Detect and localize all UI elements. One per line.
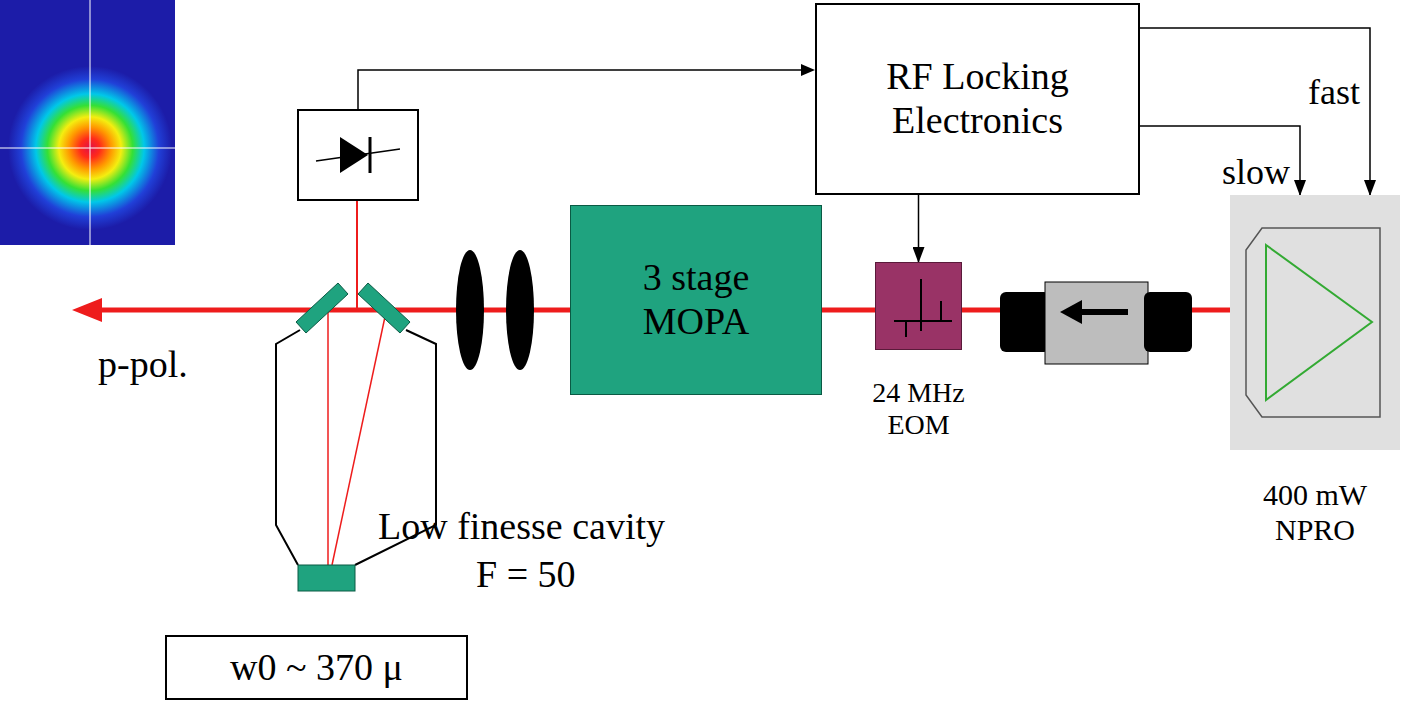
lens-pair [456, 250, 534, 370]
amplifier-box: 3 stage MOPA [570, 205, 822, 395]
signal-wire [1140, 126, 1300, 195]
symbol-stroke [894, 320, 952, 322]
locking-electronics-box: RF Locking Electronics [815, 3, 1140, 195]
npro-laser-box: 400 mW NPRO [1230, 195, 1400, 450]
eom-box: 24 MHz EOM [875, 262, 962, 350]
box-label: w0 ~ 370 μ [177, 646, 457, 690]
beam-profile [0, 0, 175, 245]
photodiode [298, 64, 815, 200]
signal-wire [1140, 28, 1370, 195]
finesse-label: F = 50 [476, 553, 576, 597]
component-symbol [876, 263, 963, 351]
cavity-label: Low finesse cavity [378, 505, 665, 549]
signal-wire [918, 195, 920, 262]
symbol-stroke [920, 279, 922, 331]
wire-label: fast [1306, 72, 1362, 113]
wire-label: slow [1220, 152, 1292, 193]
waist-size-box: w0 ~ 370 μ [165, 635, 468, 700]
symbol-stroke [1246, 228, 1380, 417]
component-symbol [1230, 195, 1400, 450]
component-label: 400 mW NPRO [1233, 478, 1398, 547]
component-label: 24 MHz EOM [854, 377, 984, 441]
box-label: RF Locking Electronics [848, 55, 1108, 142]
symbol-stroke [905, 321, 907, 337]
box-label: 3 stage MOPA [606, 256, 786, 343]
optical-isolator [1000, 282, 1192, 364]
symbol-stroke [940, 301, 942, 321]
symbol-stroke [1266, 245, 1372, 400]
polarization-label: p-pol. [98, 343, 188, 387]
